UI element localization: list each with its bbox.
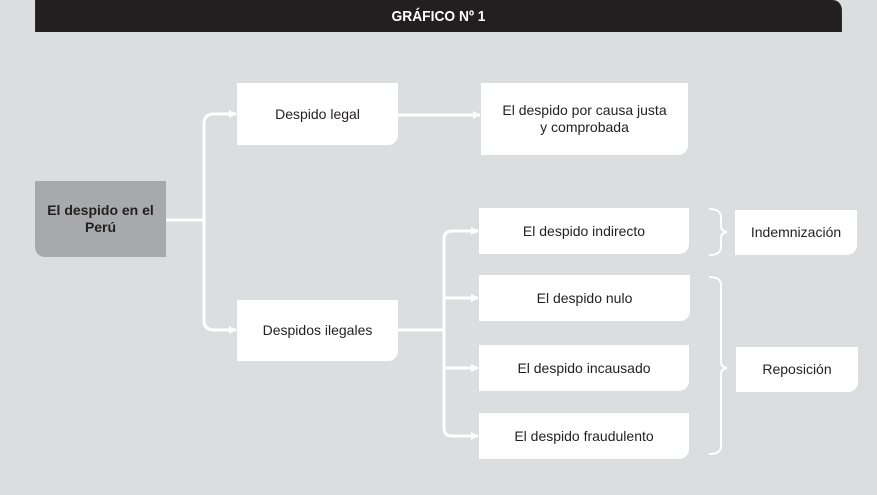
diagram-canvas: El despido en el Perú Despido legal El d… (0, 32, 877, 495)
node-despido-nulo: El despido nulo (479, 275, 690, 321)
connector-trunk (442, 229, 478, 438)
node-despido-nulo-label: El despido nulo (536, 289, 633, 306)
node-indemnizacion: Indemnización (735, 210, 857, 255)
node-despido-indirecto-label: El despido indirecto (522, 222, 646, 239)
node-despido-fraudulento-label: El despido fraudulento (514, 427, 654, 444)
node-reposicion: Reposición (736, 347, 858, 392)
connector-root-legal (202, 110, 237, 220)
node-reposicion-label: Reposición (762, 361, 832, 377)
brace-reposicion (708, 276, 728, 455)
node-despido-legal-label: Despido legal (275, 105, 360, 122)
node-despidos-ilegales-label: Despidos ilegales (262, 322, 373, 338)
node-despido-legal: Despido legal (237, 83, 398, 145)
node-despido-indirecto: El despido indirecto (479, 208, 689, 254)
node-causa-justa-label: El despido por causa justa y comprobada (502, 102, 667, 135)
node-indemnizacion-label: Indemnización (750, 224, 842, 240)
brace-indemnizacion (708, 208, 728, 256)
node-despido-incausado: El despido incausado (479, 345, 689, 391)
diagram-title: GRÁFICO Nº 1 (35, 0, 842, 32)
node-despido-incausado-label: El despido incausado (517, 359, 651, 376)
node-despidos-ilegales: Despidos ilegales (237, 300, 398, 361)
connector-root-illegal (202, 220, 237, 334)
node-root: El despido en el Perú (35, 181, 166, 257)
node-despido-fraudulento: El despido fraudulento (479, 413, 689, 459)
connector-lines (166, 110, 728, 455)
node-root-label: El despido en el Perú (47, 202, 154, 235)
node-causa-justa: El despido por causa justa y comprobada (481, 83, 688, 155)
